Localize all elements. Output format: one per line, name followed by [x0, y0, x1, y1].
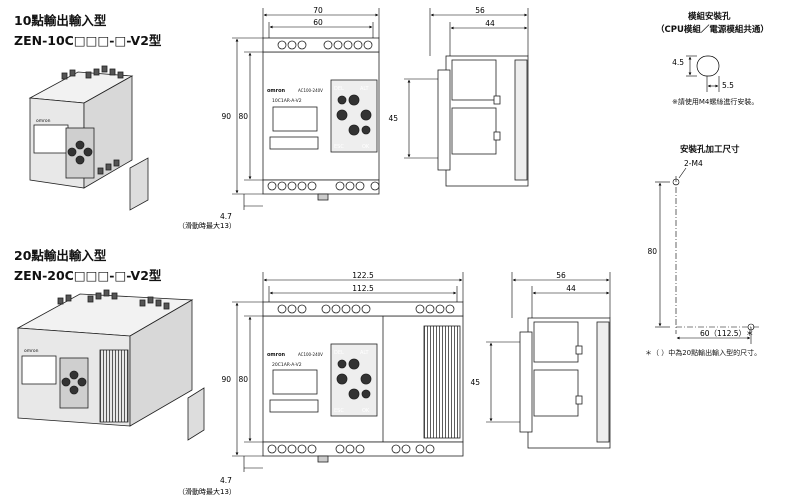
section10-title: 10點輸出輸入型 [14, 13, 107, 28]
dim10-w60: 60 [313, 18, 323, 27]
mount-hole-subtitle: （CPU模組／電源模組共通） [656, 25, 769, 35]
front10-ac: AC100-240V [298, 88, 323, 93]
front10-del: DEL [334, 86, 344, 92]
dim10-h90: 90 [221, 112, 231, 121]
front10-code: 10C1AR-A-V2 [272, 98, 302, 104]
dim10-h80: 80 [238, 112, 248, 121]
hole-cut-drawing [655, 167, 760, 344]
dim10-slide: 4.7 [220, 212, 232, 221]
mount-hole-title: 模組安裝孔 [688, 12, 731, 22]
section10-model: ZEN-10C□□□-□-V2型 [14, 33, 162, 48]
front-view-10 [262, 37, 380, 201]
dim20-slide-note: （滑動時最大13） [178, 487, 236, 496]
front10-brand: omron [267, 88, 286, 94]
front-view-20 [262, 301, 464, 463]
dim20-h90: 90 [221, 375, 231, 384]
front20-code: 20C1AR-A-V2 [272, 362, 302, 368]
side-view-20 [519, 317, 611, 449]
section20-model: ZEN-20C□□□-□-V2型 [14, 268, 162, 283]
front20-alt: ALT [360, 350, 370, 356]
section20-title: 20點輸出輸入型 [14, 248, 107, 263]
holecut-screw: 2-M4 [684, 159, 703, 168]
front20-del: DEL [334, 350, 344, 356]
front10-alt: ALT [360, 86, 370, 92]
holecut-h80: 80 [647, 247, 657, 256]
front20-ok: OK [362, 408, 370, 414]
hole-cut-title: 安裝孔加工尺寸 [680, 145, 740, 155]
dim20-d44: 44 [566, 284, 576, 293]
mount-hole-shape [696, 55, 720, 77]
dim10-h45: 45 [388, 114, 398, 123]
front10-esc: ESC [334, 144, 344, 150]
hole-d55: 5.5 [722, 81, 734, 90]
dim20-slide: 4.7 [220, 476, 232, 485]
dim10-w70: 70 [313, 6, 323, 15]
iso-view-20 [16, 289, 205, 441]
dim20-d56: 56 [556, 271, 566, 280]
dim20-w1125: 112.5 [352, 284, 374, 293]
iso-view-10 [28, 65, 149, 211]
front10-ok: OK [362, 144, 370, 150]
iso20-brand: omron [24, 348, 39, 354]
dim20-h45: 45 [470, 378, 480, 387]
hole-d45: 4.5 [672, 58, 684, 67]
hole-cut-footnote: ＊（ ）中為20點輸出輸入型的尺寸。 [645, 349, 762, 357]
side-view-10 [437, 55, 529, 187]
dim20-h80: 80 [238, 375, 248, 384]
dim10-slide-note: （滑動時最大13） [178, 221, 236, 230]
dim20-w1225: 122.5 [352, 271, 374, 280]
front20-brand: omron [267, 352, 286, 358]
front20-esc: ESC [334, 408, 344, 414]
mount-hole-note: ※請使用M4螺絲進行安裝。 [672, 98, 759, 106]
dim10-d44: 44 [485, 19, 495, 28]
iso10-brand: omron [36, 118, 51, 124]
front20-ac: AC100-240V [298, 352, 323, 357]
dim10-d56: 56 [475, 6, 485, 15]
holecut-w60: 60（112.5）＊ [700, 329, 754, 338]
